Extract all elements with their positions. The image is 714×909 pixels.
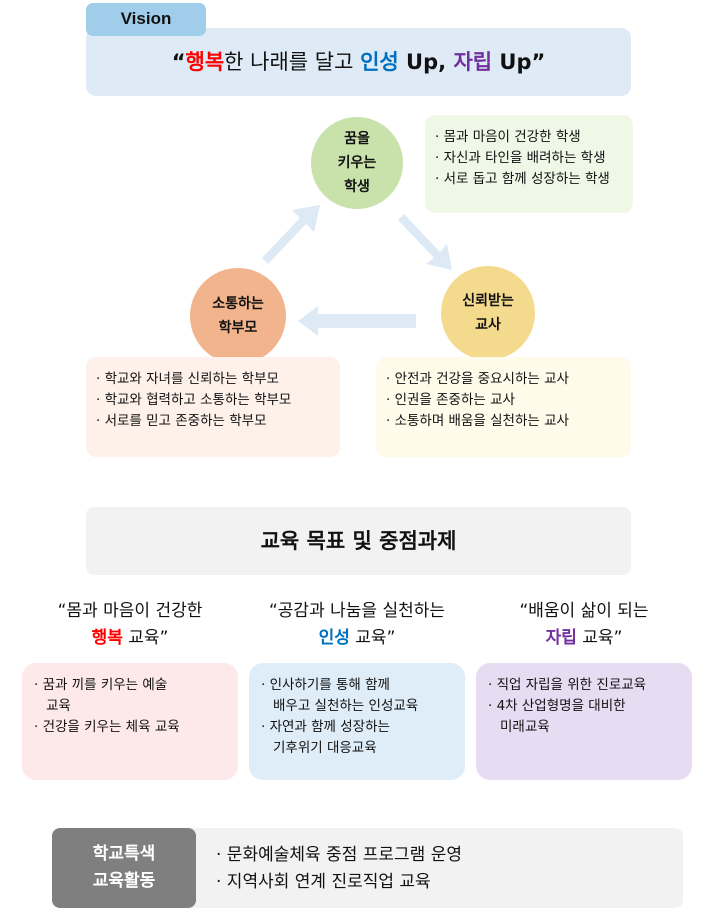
list-item: · 서로 돕고 함께 성장하는 학생 bbox=[435, 171, 610, 187]
goal-heading-line: “몸과 마음이 건강한 bbox=[57, 601, 203, 621]
goal-heading-rest: 교육” bbox=[576, 628, 623, 648]
goal-heading-line: “배움이 삶이 되는 bbox=[519, 601, 649, 621]
vision-text: Up, bbox=[398, 50, 454, 74]
goal-keyword: 인성 bbox=[318, 628, 350, 648]
list-item: · 직업 자립을 위한 진로교육 bbox=[488, 677, 647, 693]
arrow-down-right-icon bbox=[398, 214, 452, 270]
vision-tab: Vision bbox=[86, 3, 206, 36]
goal-keyword: 자립 bbox=[545, 628, 577, 648]
parents-box: · 학교와 자녀를 신뢰하는 학부모 · 학교와 협력하고 소통하는 학부모 ·… bbox=[86, 357, 340, 457]
list-item: · 지역사회 연계 진로직업 교육 bbox=[216, 872, 431, 892]
vision-text: 한 나래를 달고 bbox=[224, 50, 361, 74]
list-item: · 문화예술체육 중점 프로그램 운영 bbox=[216, 845, 462, 865]
goal-box-character: · 인사하기를 통해 함께 배우고 실천하는 인성교육 · 자연과 함께 성장하… bbox=[249, 663, 465, 780]
list-item: · 자신과 타인을 배려하는 학생 bbox=[435, 150, 606, 166]
list-item: · 학교와 협력하고 소통하는 학부모 bbox=[96, 392, 292, 408]
list-item: · 서로를 믿고 존중하는 학부모 bbox=[96, 413, 267, 429]
vision-keyword-happiness: 행복 bbox=[185, 50, 225, 74]
students-box: · 몸과 마음이 건강한 학생 · 자신과 타인을 배려하는 학생 · 서로 돕… bbox=[425, 115, 633, 213]
vision-keyword-independence: 자립 bbox=[453, 50, 493, 74]
list-item: · 인권을 존중하는 교사 bbox=[386, 392, 515, 408]
goal-box-happiness: · 꿈과 끼를 키우는 예술 교육 · 건강을 키우는 체육 교육 bbox=[22, 663, 238, 780]
arrow-up-right-icon bbox=[262, 205, 320, 264]
goal-heading-independence: “배움이 삶이 되는 자립 교육” bbox=[469, 598, 699, 652]
special-activities-box: · 문화예술체육 중점 프로그램 운영 · 지역사회 연계 진로직업 교육 bbox=[180, 828, 683, 908]
goal-heading-happiness: “몸과 마음이 건강한 행복 교육” bbox=[15, 598, 245, 652]
goal-heading-line: “공감과 나눔을 실천하는 bbox=[268, 601, 445, 621]
special-activities-label: 학교특색 교육활동 bbox=[52, 828, 196, 908]
list-item: · 건강을 키우는 체육 교육 bbox=[34, 719, 180, 735]
students-circle: 꿈을 키우는 학생 bbox=[311, 117, 403, 209]
goal-keyword: 행복 bbox=[91, 628, 123, 648]
list-item: · 꿈과 끼를 키우는 예술 교육 bbox=[34, 677, 168, 714]
teachers-box: · 안전과 건강을 중요시하는 교사 · 인권을 존중하는 교사 · 소통하며 … bbox=[376, 357, 631, 457]
goal-heading-character: “공감과 나눔을 실천하는 인성 교육” bbox=[242, 598, 472, 652]
arrow-left-icon bbox=[298, 306, 416, 336]
vision-keyword-character: 인성 bbox=[360, 50, 399, 74]
list-item: · 학교와 자녀를 신뢰하는 학부모 bbox=[96, 371, 279, 387]
quote-open: “ bbox=[171, 50, 186, 74]
goal-heading-rest: 교육” bbox=[349, 628, 396, 648]
list-item: · 인사하기를 통해 함께 배우고 실천하는 인성교육 bbox=[261, 677, 419, 714]
vision-banner: “행복한 나래를 달고 인성 Up, 자립 Up” bbox=[86, 28, 631, 96]
vision-text: Up” bbox=[492, 50, 546, 74]
list-item: · 몸과 마음이 건강한 학생 bbox=[435, 129, 581, 145]
teachers-circle: 신뢰받는 교사 bbox=[441, 266, 535, 360]
goals-title: 교육 목표 및 중점과제 bbox=[86, 507, 631, 575]
goal-box-independence: · 직업 자립을 위한 진로교육 · 4차 산업형명을 대비한 미래교육 bbox=[476, 663, 692, 780]
parents-circle: 소통하는 학부모 bbox=[190, 268, 286, 364]
list-item: · 소통하며 배움을 실천하는 교사 bbox=[386, 413, 569, 429]
list-item: · 자연과 함께 성장하는 기후위기 대응교육 bbox=[261, 719, 390, 756]
goal-heading-rest: 교육” bbox=[122, 628, 169, 648]
list-item: · 4차 산업형명을 대비한 미래교육 bbox=[488, 698, 626, 735]
list-item: · 안전과 건강을 중요시하는 교사 bbox=[386, 371, 569, 387]
cycle-arrows bbox=[262, 205, 452, 336]
